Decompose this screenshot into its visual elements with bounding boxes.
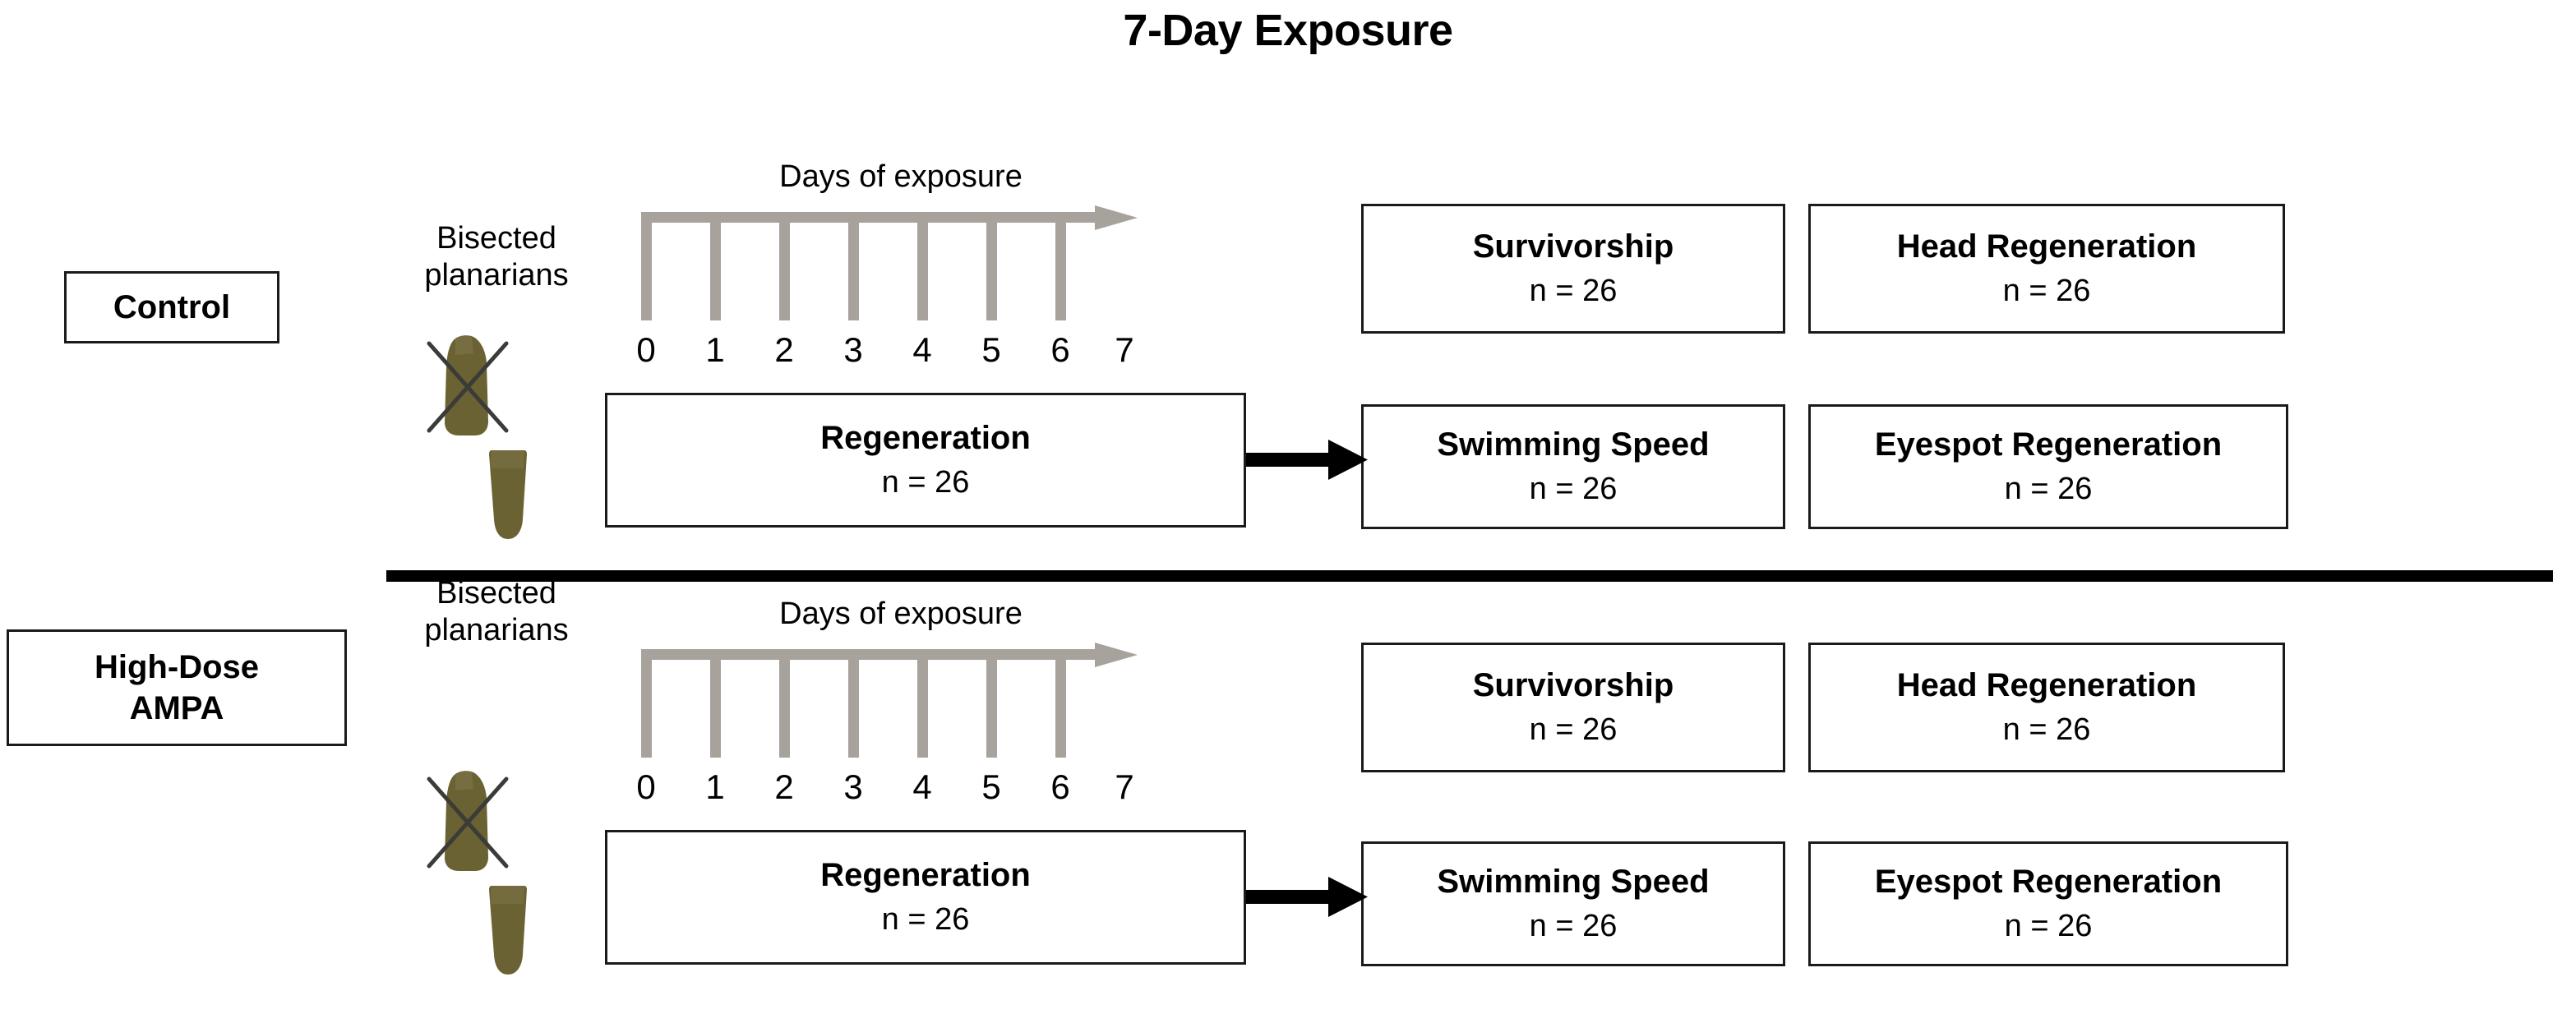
tick-label-1: 1	[705, 767, 725, 806]
exposure-timeline-ampa	[641, 643, 1138, 758]
bisected-label-line1: Bisected	[436, 576, 556, 611]
arrow-regeneration-to-swimming-speed-control	[1246, 440, 1368, 480]
tick-label-3: 3	[843, 767, 863, 806]
regeneration-title: Regeneration	[820, 420, 1031, 457]
outcome-title: Head Regeneration	[1896, 228, 2197, 265]
tick-label-6: 6	[1050, 767, 1070, 806]
outcome-sample-size: n = 26	[1529, 909, 1618, 944]
bisected-label-line2: planarians	[424, 257, 569, 293]
tick-label-1: 1	[705, 330, 725, 369]
exposure-timeline-control	[641, 205, 1138, 320]
outcome-title: Survivorship	[1472, 667, 1674, 704]
page-title: 7-Day Exposure	[1123, 6, 1453, 55]
bisected-planarian-illustration-ampa	[427, 771, 527, 975]
tick-label-0: 0	[636, 330, 656, 369]
tick-label-6: 6	[1050, 330, 1070, 369]
axis-caption-control: Days of exposure	[779, 159, 1023, 194]
group-label-ampa-line2: AMPA	[129, 690, 224, 726]
regeneration-sample-size: n = 26	[881, 902, 970, 938]
outcome-title: Eyespot Regeneration	[1874, 426, 2223, 463]
outcome-box-survivorship-control: Survivorship n = 26	[1361, 204, 1785, 334]
outcome-title: Head Regeneration	[1896, 667, 2197, 704]
tick-label-5: 5	[981, 330, 1001, 369]
outcome-sample-size: n = 26	[1529, 472, 1618, 507]
outcome-sample-size: n = 26	[1529, 712, 1618, 748]
tick-label-4: 4	[912, 767, 932, 806]
tick-label-4: 4	[912, 330, 932, 369]
bisected-planarian-illustration-control	[427, 335, 527, 539]
bisected-label-line1: Bisected	[436, 221, 556, 256]
regeneration-title: Regeneration	[820, 857, 1031, 894]
tick-label-2: 2	[774, 330, 794, 369]
bisected-planarians-label-ampa: Bisected planarians	[365, 575, 628, 649]
bisected-planarians-label-control: Bisected planarians	[365, 220, 628, 294]
panel-divider	[386, 570, 2553, 582]
outcome-box-survivorship-ampa: Survivorship n = 26	[1361, 643, 1785, 772]
outcome-box-swimming-speed-control: Swimming Speed n = 26	[1361, 404, 1785, 529]
outcome-title: Swimming Speed	[1437, 864, 1710, 901]
regeneration-box-control: Regeneration n = 26	[605, 393, 1246, 528]
outcome-box-swimming-speed-ampa: Swimming Speed n = 26	[1361, 841, 1785, 966]
timeline-tick-labels-ampa: 0 1 2 3 4 5 6 7	[636, 767, 1180, 809]
outcome-box-head-regeneration-ampa: Head Regeneration n = 26	[1808, 643, 2285, 772]
tick-label-5: 5	[981, 767, 1001, 806]
outcome-box-eyespot-regeneration-control: Eyespot Regeneration n = 26	[1808, 404, 2288, 529]
tick-label-3: 3	[843, 330, 863, 369]
outcome-title: Swimming Speed	[1437, 426, 1710, 463]
outcome-box-head-regeneration-control: Head Regeneration n = 26	[1808, 204, 2285, 334]
tick-label-7: 7	[1115, 767, 1134, 806]
timeline-tick-labels-control: 0 1 2 3 4 5 6 7	[636, 330, 1180, 371]
outcome-title: Survivorship	[1472, 228, 1674, 265]
group-label-control-text: Control	[113, 289, 231, 325]
outcome-box-eyespot-regeneration-ampa: Eyespot Regeneration n = 26	[1808, 841, 2288, 966]
outcome-title: Eyespot Regeneration	[1874, 864, 2223, 901]
regeneration-box-ampa: Regeneration n = 26	[605, 830, 1246, 965]
group-label-high-dose-ampa: High-Dose AMPA	[7, 629, 347, 746]
bisected-label-line2: planarians	[424, 612, 569, 647]
group-label-control: Control	[64, 271, 279, 343]
outcome-sample-size: n = 26	[2002, 274, 2091, 309]
tick-label-0: 0	[636, 767, 656, 806]
outcome-sample-size: n = 26	[2004, 472, 2093, 507]
tick-label-2: 2	[774, 767, 794, 806]
outcome-sample-size: n = 26	[1529, 274, 1618, 309]
regeneration-sample-size: n = 26	[881, 465, 970, 500]
arrow-regeneration-to-swimming-speed-ampa	[1246, 877, 1368, 917]
outcome-sample-size: n = 26	[2002, 712, 2091, 748]
axis-caption-ampa: Days of exposure	[779, 597, 1023, 631]
group-label-ampa-line1: High-Dose	[95, 649, 259, 685]
tick-label-7: 7	[1115, 330, 1134, 369]
outcome-sample-size: n = 26	[2004, 909, 2093, 944]
